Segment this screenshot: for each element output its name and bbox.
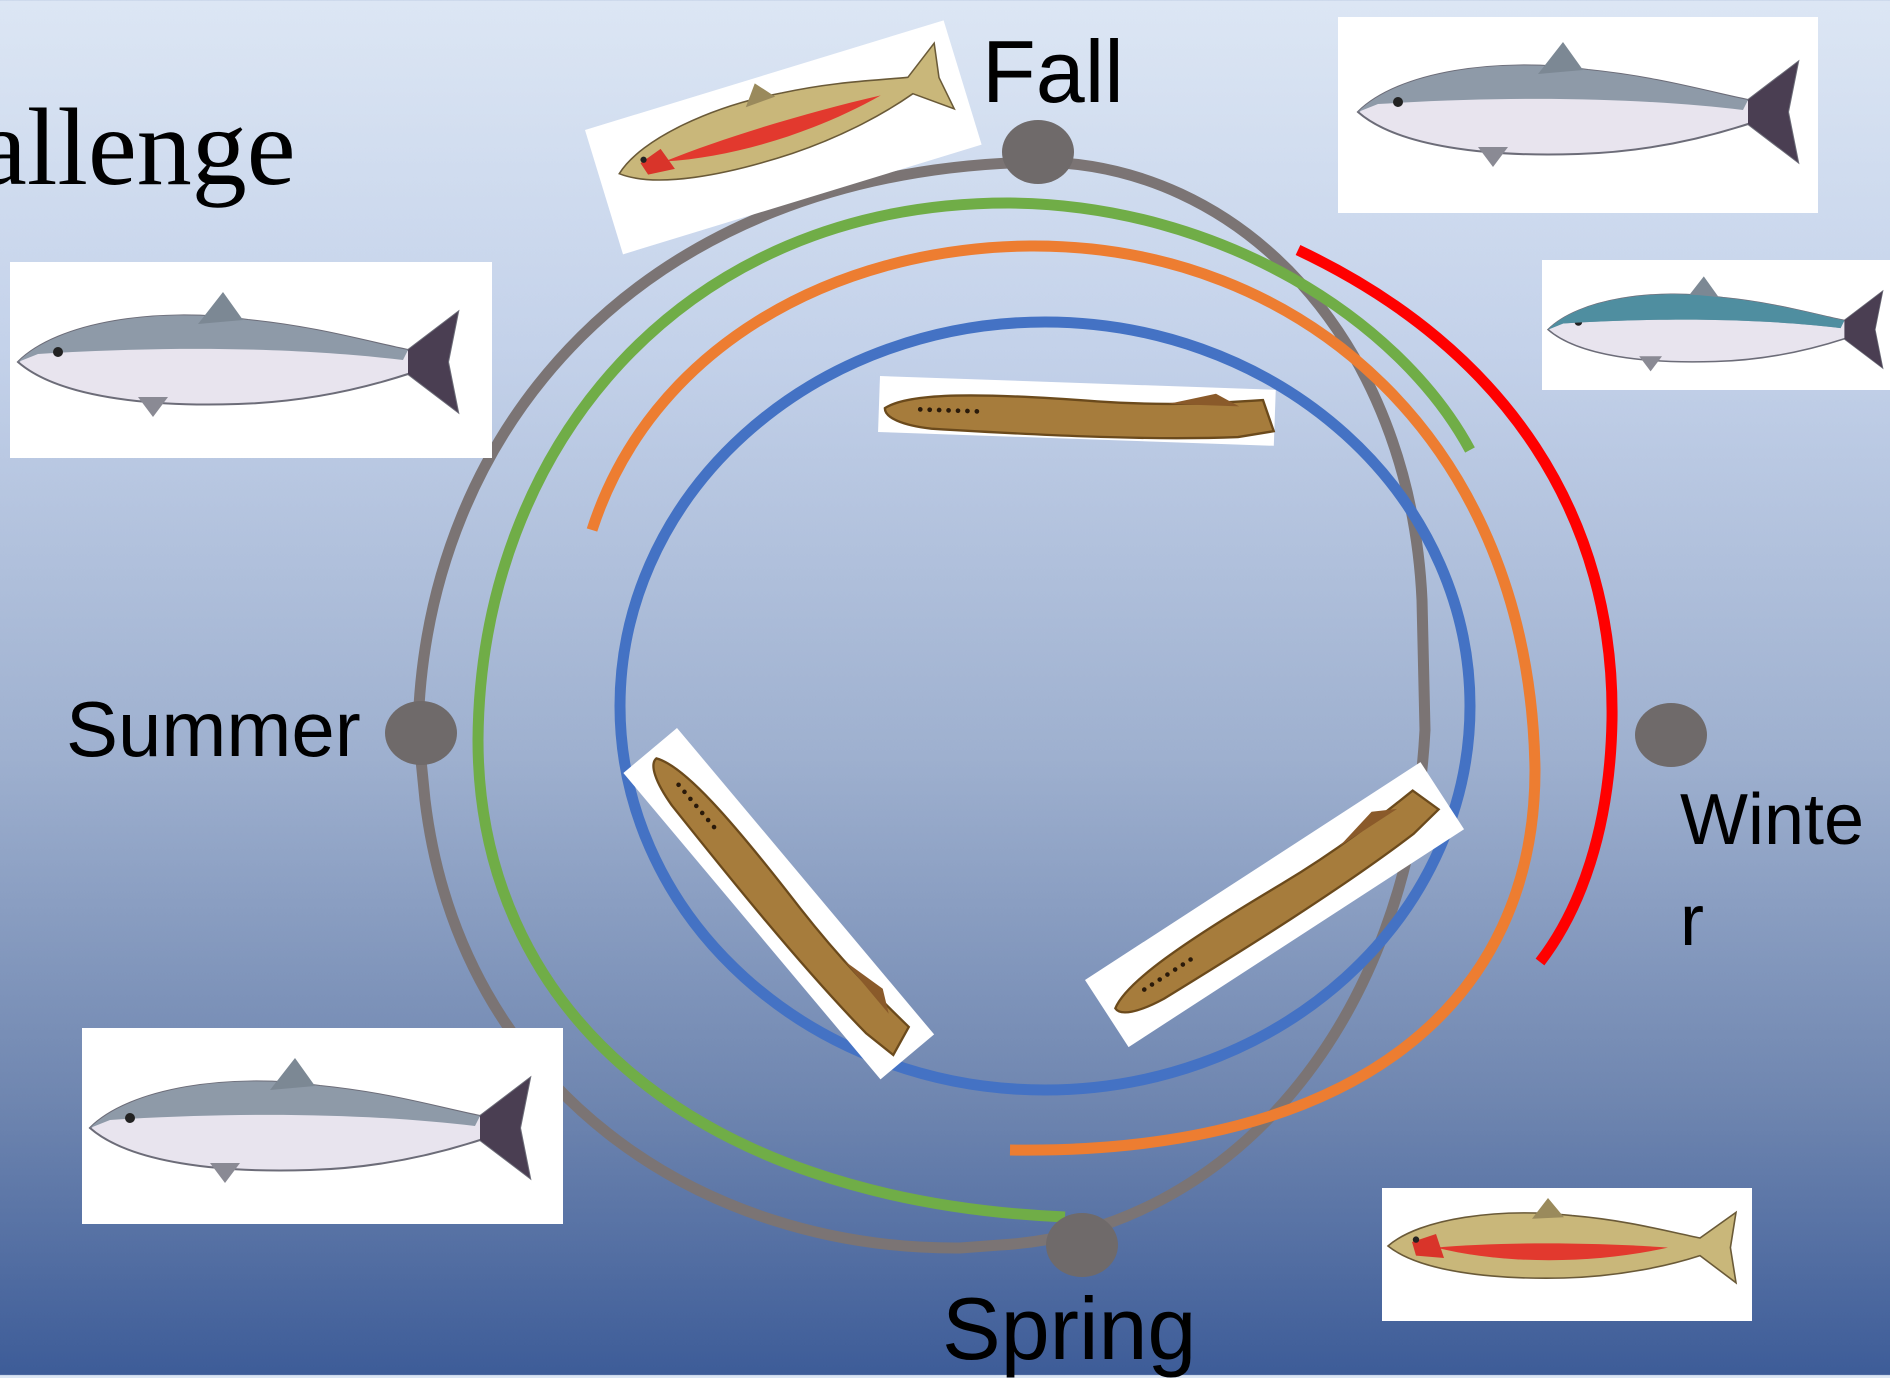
slide-title: allenge (0, 92, 296, 202)
season-label-fall: Fall (982, 28, 1124, 116)
chinook-salmon-lower-left-icon (82, 1028, 563, 1224)
orange-arc (592, 246, 1535, 1150)
season-label-summer: Summer (66, 690, 361, 768)
chinook-salmon-fall-icon (1338, 17, 1818, 213)
coho-salmon-winter-icon (1542, 260, 1890, 390)
spawning-trout-fall-icon (585, 20, 982, 254)
lamprey-left-icon (623, 728, 934, 1079)
spawning-trout-spring-icon (1382, 1188, 1752, 1321)
green-arc (478, 203, 1470, 1217)
chinook-salmon-summer-icon (10, 262, 492, 458)
spring-marker (1046, 1213, 1118, 1277)
season-label-spring: Spring (942, 1285, 1196, 1373)
fall-marker (1002, 120, 1074, 184)
winter-marker (1635, 703, 1707, 767)
outer-cycle-ring (418, 162, 1425, 1248)
summer-marker (385, 701, 457, 765)
lamprey-top-icon (878, 376, 1276, 446)
season-label-winter: Winter (1680, 770, 1880, 972)
